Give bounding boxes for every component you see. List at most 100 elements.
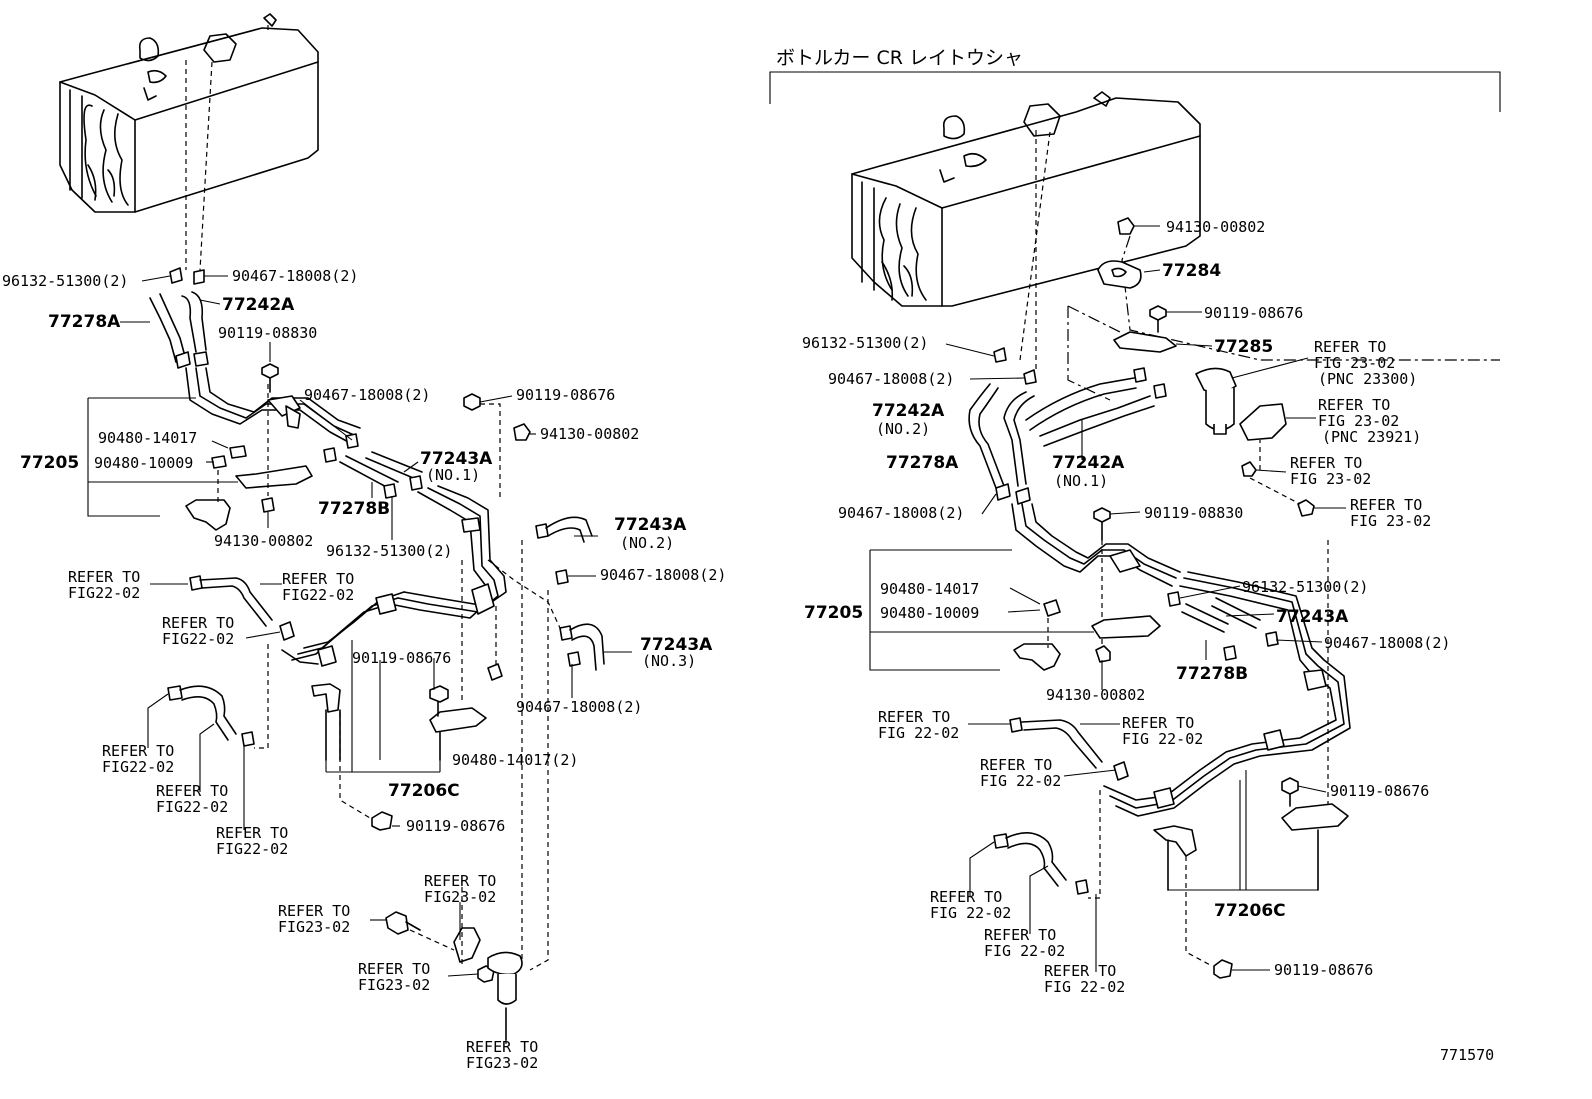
fuel-tank-right — [851, 91, 1201, 307]
label-90480-14017-2: 90480-14017(2) — [452, 751, 578, 769]
label-90119-08676-top: 90119-08676 — [516, 386, 615, 404]
fig23-label: FIG 23-02 — [1290, 470, 1371, 488]
label-77205-r: 77205 — [804, 603, 863, 623]
label-94130-00802-bot: 94130-00802 — [214, 532, 313, 550]
refer-to-label: REFER TO — [984, 926, 1056, 944]
variant-bracket — [769, 71, 1501, 112]
label-90480-10009-r: 90480-10009 — [880, 604, 979, 622]
fig22-label: FIG 22-02 — [980, 772, 1061, 790]
label-94130-00802-r-b: 94130-00802 — [1046, 686, 1145, 704]
right-assembly: ボトルカー CR レイトウシャ — [769, 47, 1501, 996]
label-90480-14017: 90480-14017 — [98, 429, 197, 447]
fig22-label: FIG 22-02 — [930, 904, 1011, 922]
label-90467-18008-r-b: 90467-18008(2) — [838, 504, 964, 522]
refer-to-label: REFER TO — [466, 1038, 538, 1056]
fig22-label: FIG 22-02 — [878, 724, 959, 742]
label-77278A: 77278A — [48, 312, 121, 332]
label-77206C-r: 77206C — [1214, 901, 1286, 921]
fig22-label: FIG22-02 — [68, 584, 140, 602]
label-77242A-no1: 77242A — [1052, 453, 1125, 473]
label-94130-00802-r: 94130-00802 — [1166, 218, 1265, 236]
label-90119-08676-r-a: 90119-08676 — [1204, 304, 1303, 322]
label-77278A-r: 77278A — [886, 453, 959, 473]
refer-to-label: REFER TO — [930, 888, 1002, 906]
refer-to-label: REFER TO — [156, 782, 228, 800]
label-96132-51300-bot: 96132-51300(2) — [326, 542, 452, 560]
label-90467-18008-r-c: 90467-18008(2) — [1324, 634, 1450, 652]
refer-to-label: REFER TO — [162, 614, 234, 632]
pnc-23921-label: (PNC 23921) — [1322, 428, 1421, 446]
label-77278B: 77278B — [318, 499, 390, 519]
label-90467-18008-r: 90467-18008(2) — [600, 566, 726, 584]
fig22-label: FIG22-02 — [102, 758, 174, 776]
fig23-label: FIG23-02 — [358, 976, 430, 994]
fig22-label: FIG22-02 — [162, 630, 234, 648]
fig22-label: FIG 22-02 — [1122, 730, 1203, 748]
refer-to-label: REFER TO — [282, 570, 354, 588]
label-96132-51300-r: 96132-51300(2) — [802, 334, 928, 352]
fig23-label: FIG 23-02 — [1318, 412, 1399, 430]
label-no1: (NO.1) — [426, 466, 480, 484]
fig23-label: FIG23-02 — [424, 888, 496, 906]
label-90467-18008-mid: 90467-18008(2) — [304, 386, 430, 404]
label-77242A-no2: 77242A — [872, 401, 945, 421]
label-no1-r: (NO.1) — [1054, 472, 1108, 490]
label-94130-00802-top: 94130-00802 — [540, 425, 639, 443]
label-77242A: 77242A — [222, 295, 295, 315]
label-90480-14017-r: 90480-14017 — [880, 580, 979, 598]
label-90119-08676-bot: 90119-08676 — [406, 817, 505, 835]
fuel-tank-left — [59, 13, 319, 213]
label-77243A-no2: 77243A — [614, 515, 687, 535]
label-77206C: 77206C — [388, 781, 460, 801]
label-90467-18008-r2: 90467-18008(2) — [516, 698, 642, 716]
fig23-label: FIG23-02 — [466, 1054, 538, 1072]
fig23-label: FIG 23-02 — [1314, 354, 1395, 372]
label-90119-08676-r-b: 90119-08676 — [1330, 782, 1429, 800]
label-77285: 77285 — [1214, 337, 1273, 357]
refer-to-label: REFER TO — [102, 742, 174, 760]
label-no3: (NO.3) — [642, 652, 696, 670]
refer-to-label: REFER TO — [278, 902, 350, 920]
label-77278B-r: 77278B — [1176, 664, 1248, 684]
label-no2: (NO.2) — [620, 534, 674, 552]
refer-to-label: REFER TO — [1044, 962, 1116, 980]
label-77284: 77284 — [1162, 261, 1221, 281]
label-90119-08830: 90119-08830 — [218, 324, 317, 342]
fig22-label: FIG 22-02 — [1044, 978, 1125, 996]
pnc-23300-label: (PNC 23300) — [1318, 370, 1417, 388]
label-90119-08676-r-c: 90119-08676 — [1274, 961, 1373, 979]
refer-to-label: REFER TO — [68, 568, 140, 586]
label-77205: 77205 — [20, 453, 79, 473]
label-90467-18008-r-a: 90467-18008(2) — [828, 370, 954, 388]
label-90119-08830-r: 90119-08830 — [1144, 504, 1243, 522]
refer-to-label: REFER TO — [216, 824, 288, 842]
fig22-label: FIG22-02 — [282, 586, 354, 604]
figure-number: 771570 — [1440, 1046, 1494, 1064]
fig23-label: FIG 23-02 — [1350, 512, 1431, 530]
refer-to-label: REFER TO — [424, 872, 496, 890]
refer-to-label: REFER TO — [1314, 338, 1386, 356]
refer-to-label: REFER TO — [358, 960, 430, 978]
fig22-label: FIG22-02 — [156, 798, 228, 816]
fig23-label: FIG23-02 — [278, 918, 350, 936]
label-77243A-no1: 77243A — [420, 449, 493, 469]
refer-to-label: REFER TO — [878, 708, 950, 726]
left-assembly: 96132-51300(2) 90467-18008(2) 77242A 772… — [2, 13, 726, 1072]
fig22-label: FIG22-02 — [216, 840, 288, 858]
label-96132-51300-r-b: 96132-51300(2) — [1242, 578, 1368, 596]
label-90119-08676-mid: 90119-08676 — [352, 649, 451, 667]
variant-heading: ボトルカー CR レイトウシャ — [776, 47, 1023, 69]
label-90467-18008: 90467-18008(2) — [232, 267, 358, 285]
label-90480-10009: 90480-10009 — [94, 454, 193, 472]
refer-to-label: REFER TO — [980, 756, 1052, 774]
refer-to-label: REFER TO — [1350, 496, 1422, 514]
fig22-label: FIG 22-02 — [984, 942, 1065, 960]
label-no2-r: (NO.2) — [876, 420, 930, 438]
refer-to-label: REFER TO — [1318, 396, 1390, 414]
refer-to-label: REFER TO — [1122, 714, 1194, 732]
refer-to-label: REFER TO — [1290, 454, 1362, 472]
label-77243A-no3: 77243A — [640, 635, 713, 655]
label-77243A-r: 77243A — [1276, 607, 1349, 627]
label-96132-51300: 96132-51300(2) — [2, 272, 128, 290]
